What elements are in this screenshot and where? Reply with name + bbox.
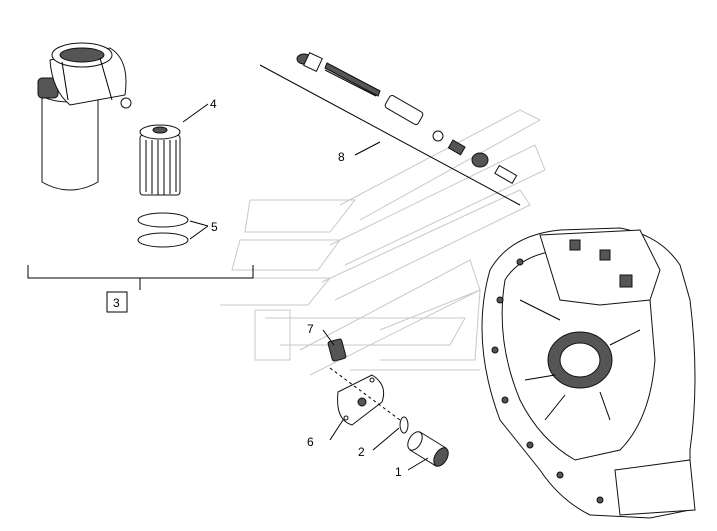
callout-2: 2 bbox=[358, 445, 365, 459]
valve-components bbox=[296, 52, 518, 185]
callout-4: 4 bbox=[210, 97, 217, 111]
cover-plate bbox=[337, 374, 385, 426]
filter-element bbox=[139, 124, 181, 196]
callout-6: 6 bbox=[307, 435, 314, 449]
callout-8: 8 bbox=[338, 150, 345, 164]
filter-housing-assembly bbox=[37, 42, 132, 191]
watermark-logo bbox=[220, 109, 546, 376]
o-rings bbox=[137, 212, 189, 248]
transmission-housing bbox=[481, 227, 696, 519]
callout-3: 3 bbox=[113, 296, 120, 310]
callout-5: 5 bbox=[211, 220, 218, 234]
callout-3-box bbox=[106, 291, 128, 313]
callout-labels: 4 5 3 8 7 6 2 1 bbox=[106, 97, 402, 479]
callout-1: 1 bbox=[395, 465, 402, 479]
snap-ring bbox=[399, 416, 409, 434]
sleeve bbox=[407, 431, 449, 467]
leader-lines bbox=[27, 64, 521, 471]
callout-7: 7 bbox=[307, 322, 314, 336]
plug bbox=[327, 338, 347, 362]
